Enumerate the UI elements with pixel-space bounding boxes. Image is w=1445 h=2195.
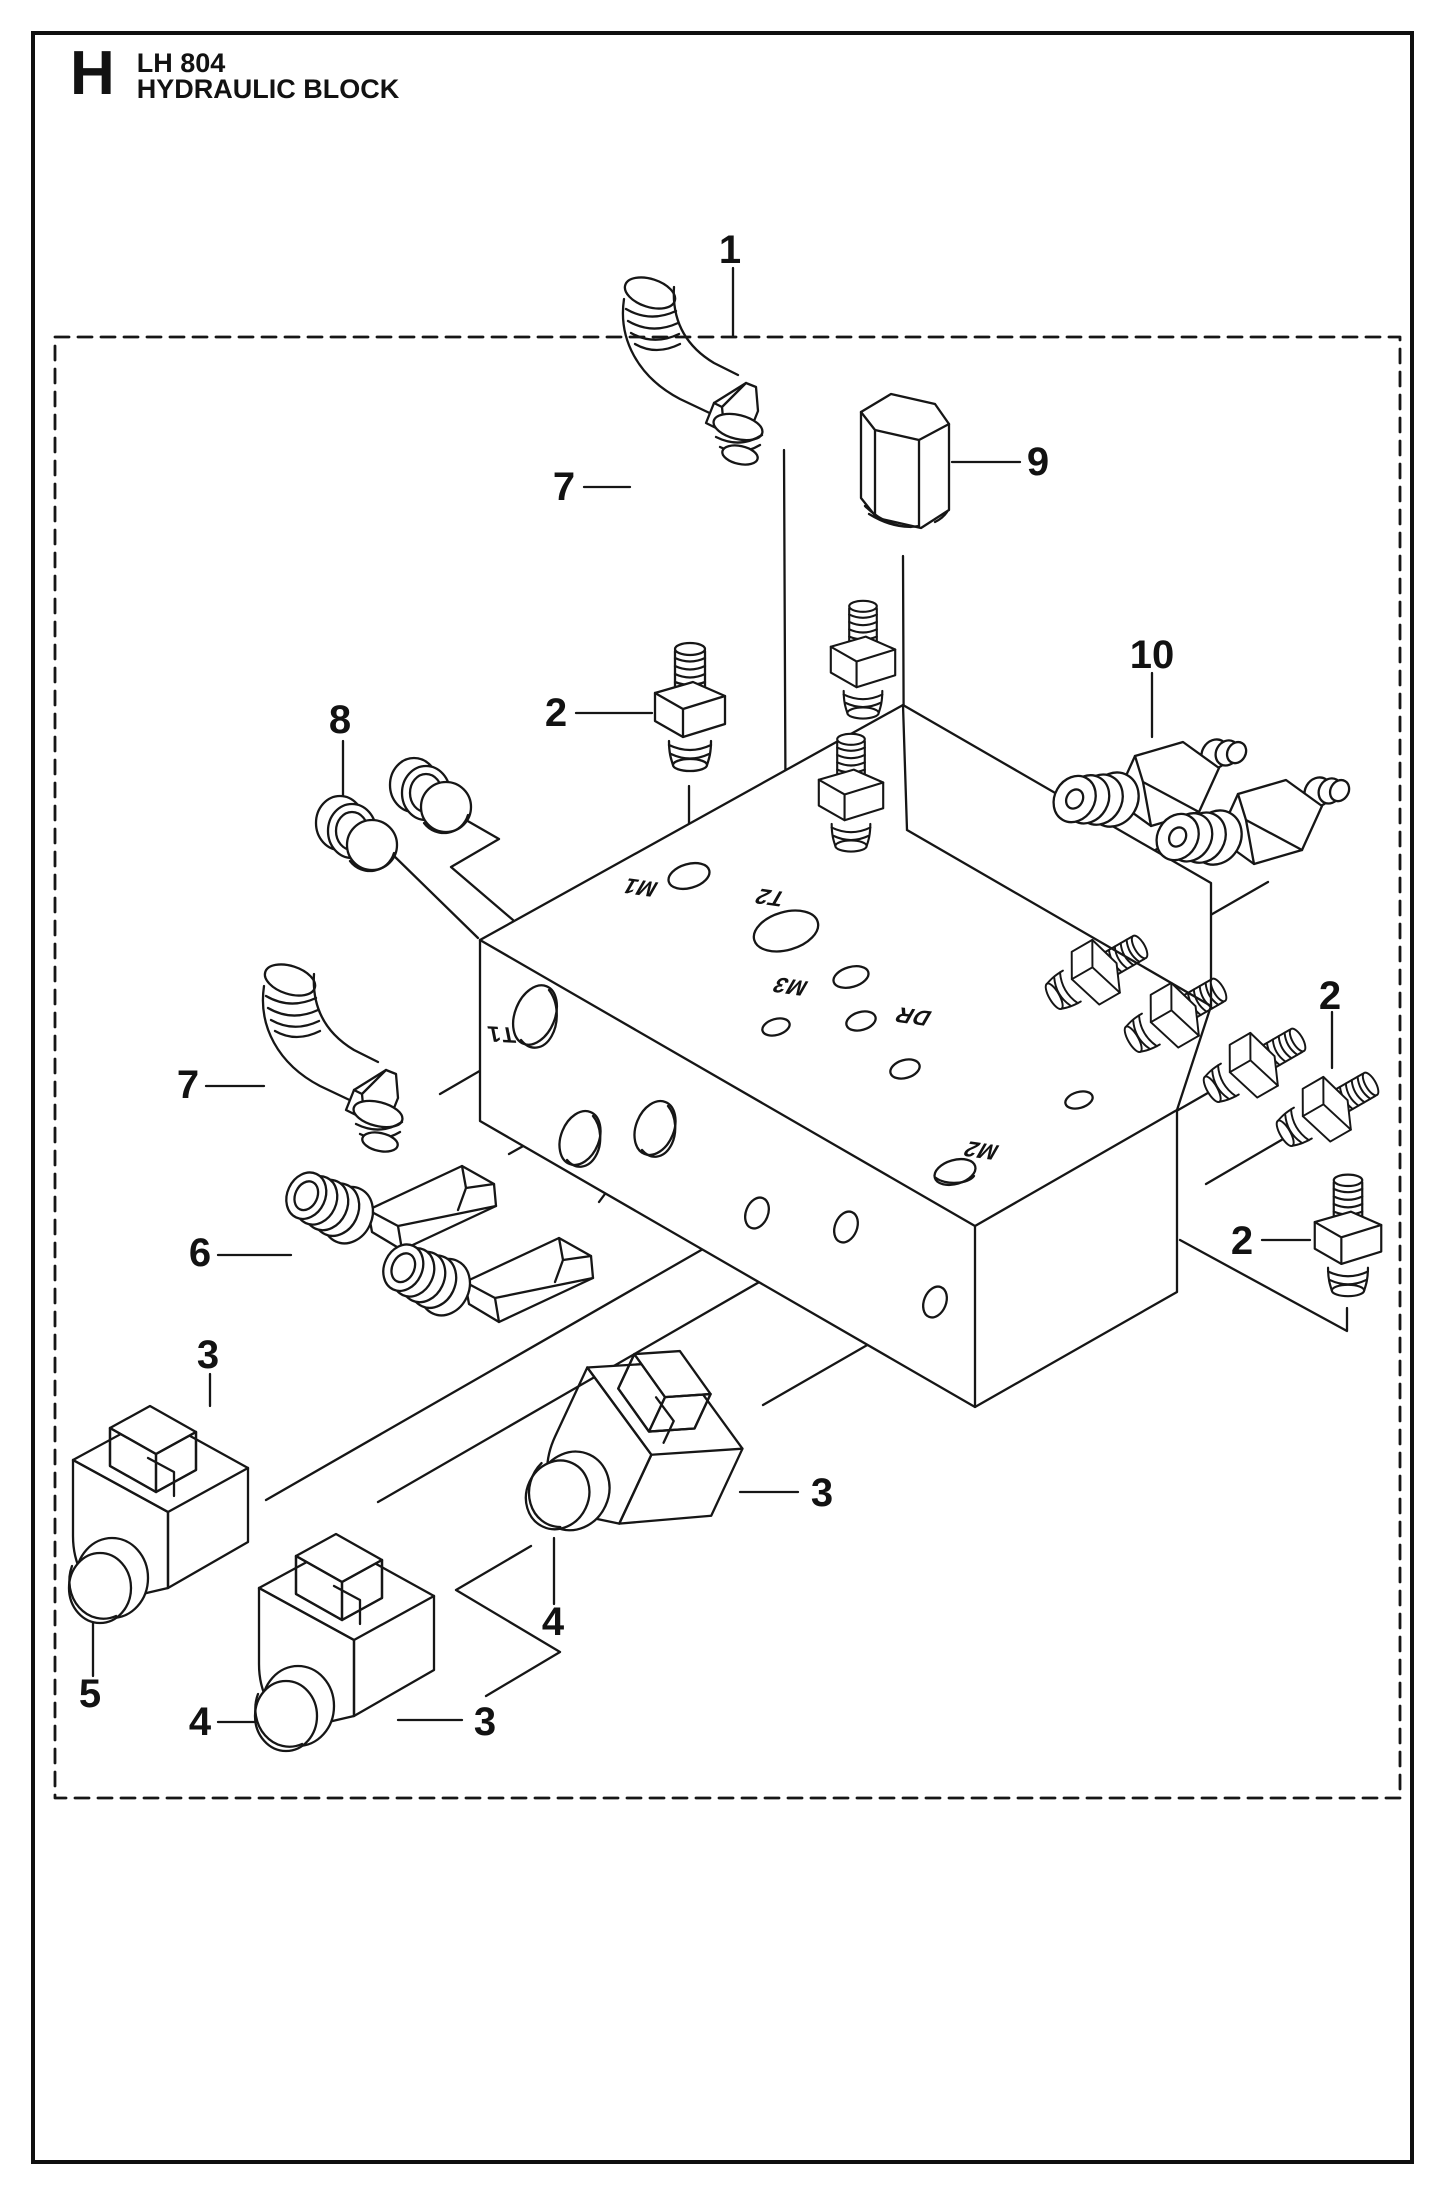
- port-t2: [752, 909, 820, 953]
- model-code: LH 804: [136, 48, 226, 78]
- port-m3: [832, 965, 870, 989]
- fitting-2-row-3: [1191, 1010, 1318, 1119]
- fitting-2-row-4: [1264, 1054, 1391, 1163]
- block-ports: [511, 861, 1094, 1319]
- valve-3-left: [67, 1404, 250, 1625]
- port-m1: [667, 861, 711, 891]
- valve-3-bottom: [253, 1532, 436, 1753]
- hydraulic-block-body: [478, 703, 1213, 1409]
- port-front-c: [744, 1196, 770, 1230]
- fitting-2-bottom-right: [1313, 1173, 1383, 1298]
- fitting-2-top: [653, 641, 727, 773]
- assembly-boundary-box: [53, 335, 1402, 1800]
- port-front-e: [922, 1285, 948, 1319]
- fitting-6-a: [275, 1160, 498, 1253]
- section-letter: H: [70, 39, 115, 108]
- page-header: H LH 804 HYDRAULIC BLOCK: [70, 39, 400, 108]
- fitting-8-b: [314, 794, 399, 873]
- fitting-7-top: [619, 270, 767, 469]
- port-small-2: [845, 1010, 877, 1032]
- fitting-7-left: [259, 957, 407, 1156]
- port-front-d: [833, 1210, 859, 1244]
- port-small-3: [1064, 1090, 1094, 1110]
- fitting-2-mid-upper: [829, 599, 897, 720]
- page-title: HYDRAULIC BLOCK: [136, 74, 400, 104]
- fitting-8-a: [388, 756, 473, 835]
- valve-3-center: [513, 1315, 770, 1591]
- fitting-6-b: [372, 1232, 595, 1325]
- callout-leader-lines: [91, 266, 1334, 1724]
- port-dr: [889, 1058, 921, 1080]
- port-small-1: [761, 1017, 791, 1037]
- fitting-9-plug: [859, 392, 951, 530]
- page-border: [31, 31, 1414, 2164]
